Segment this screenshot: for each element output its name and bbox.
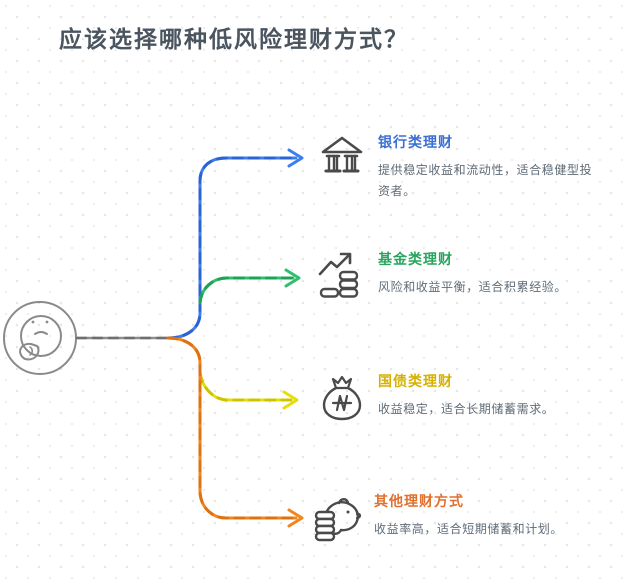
- branch-description: 风险和收益平衡，适合积累经验。: [378, 280, 568, 294]
- bank-icon: [316, 133, 368, 185]
- arrowhead: [284, 268, 301, 288]
- branch-title: 银行类理财: [378, 134, 453, 150]
- link-other: [166, 336, 304, 528]
- branch-other[interactable]: 其他理财方式 收益率高，适合短期储蓄和计划。: [312, 492, 598, 544]
- branch-title: 基金类理财: [378, 251, 453, 267]
- branch-description: 收益率高，适合短期储蓄和计划。: [374, 522, 564, 536]
- money-bag-icon: [316, 372, 368, 424]
- link-bank: [166, 148, 304, 340]
- link-fund: [198, 268, 301, 305]
- arrowhead: [282, 390, 299, 410]
- branch-description: 提供稳定收益和流动性，适合稳健型投资者。: [378, 163, 593, 198]
- branch-fund[interactable]: 基金类理财 风险和收益平衡，适合积累经验。: [316, 250, 602, 302]
- branch-title: 其他理财方式: [374, 493, 464, 509]
- branch-description: 收益稳定，适合长期储蓄需求。: [378, 402, 555, 416]
- piggy-bank-icon: [312, 492, 364, 544]
- growth-chart-icon: [316, 250, 368, 302]
- branch-title: 国债类理财: [378, 373, 453, 389]
- arrowhead: [287, 148, 304, 168]
- arrowhead: [287, 508, 304, 528]
- thinking-face-icon[interactable]: [3, 301, 77, 375]
- page-title: 应该选择哪种低风险理财方式？: [59, 26, 409, 52]
- branch-bond[interactable]: 国债类理财 收益稳定，适合长期储蓄需求。: [316, 372, 602, 424]
- link-bond: [198, 371, 299, 410]
- branch-bank[interactable]: 银行类理财 提供稳定收益和流动性，适合稳健型投资者。: [316, 133, 602, 202]
